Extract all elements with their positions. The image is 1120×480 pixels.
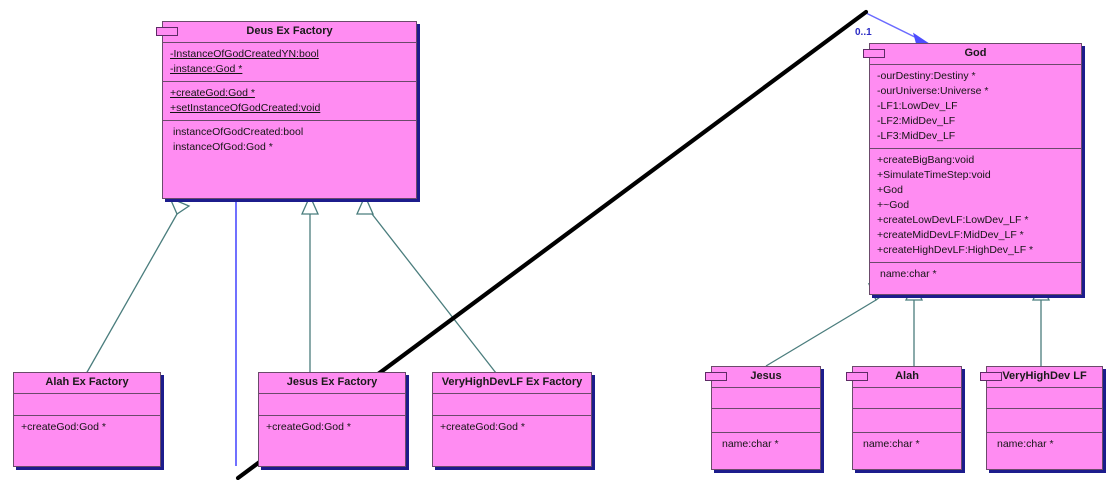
extra-member: name:char * [863,438,920,450]
operations-compartment [853,408,961,432]
generalization-veryhighdevlf-to-god [1031,281,1051,366]
generalization-jesusexfactory-to-deusexfactory [300,194,320,373]
class-jesus-ex-factory[interactable]: Jesus Ex Factory +createGod:God * [258,372,406,467]
extra-member: instanceOfGodCreated:bool [173,126,304,138]
class-tab-icon [846,372,868,381]
class-name-deus-ex-factory: Deus Ex Factory [246,25,333,37]
attributes-compartment [259,393,405,415]
operation: +SimulateTimeStep:void [877,169,991,181]
class-name-veryhighdevlf-ex-factory: VeryHighDevLF Ex Factory [441,376,583,388]
extras-compartment: instanceOfGodCreated:bool instanceOfGod:… [163,120,416,159]
attribute: -LF1:LowDev_LF [877,100,958,112]
class-tab-icon [980,372,1002,381]
attributes-compartment [14,393,160,415]
attribute: -LF3:MidDev_LF [877,130,956,142]
attributes-compartment: -ourDestiny:Destiny * -ourUniverse:Unive… [870,64,1081,148]
operation: +createGod:God * [21,421,106,433]
class-name-jesus-ex-factory: Jesus Ex Factory [286,376,378,388]
operation: +God [877,184,903,196]
generalization-jesus-to-god [765,282,890,367]
class-tab-icon [156,27,178,36]
attribute: -ourDestiny:Destiny * [877,70,976,82]
extra-member: instanceOfGod:God * [173,141,273,153]
class-alah-ex-factory[interactable]: Alah Ex Factory +createGod:God * [13,372,161,467]
operation: +createHighDevLF:HighDev_LF * [877,244,1034,256]
class-name-veryhighdev-lf: VeryHighDev LF [1002,370,1087,382]
extra-member: name:char * [997,438,1054,450]
extras-compartment: name:char * [853,432,961,456]
operation: +createGod:God * [170,87,255,99]
extra-member: name:char * [880,268,937,280]
operations-compartment: +createGod:God * [14,415,160,439]
association-multiplicity-label: 0..1 [855,27,872,38]
extras-compartment: name:char * [870,262,1081,286]
operation: +setInstanceOfGodCreated:void [170,102,321,114]
extras-compartment: name:char * [712,432,820,456]
attribute: -instance:God * [170,63,243,75]
class-tab-icon [705,372,727,381]
class-tab-icon [863,49,885,58]
attributes-compartment [433,393,591,415]
class-god[interactable]: God -ourDestiny:Destiny * -ourUniverse:U… [863,43,1082,295]
class-alah[interactable]: Alah name:char * [846,366,962,470]
operation: +createBigBang:void [877,154,975,166]
class-jesus[interactable]: Jesus name:char * [705,366,821,470]
generalization-alah-to-god [904,281,924,366]
operations-compartment: +createGod:God * [259,415,405,439]
class-veryhighdevlf-ex-factory[interactable]: VeryHighDevLF Ex Factory +createGod:God … [432,372,592,467]
attribute: -ourUniverse:Universe * [877,85,989,97]
operations-compartment [712,408,820,432]
class-name-jesus: Jesus [750,370,782,382]
operation: +createLowDevLF:LowDev_LF * [877,214,1029,226]
class-veryhighdev-lf[interactable]: VeryHighDev LF name:char * [980,366,1103,470]
attributes-compartment [987,387,1102,408]
extra-member: name:char * [722,438,779,450]
attributes-compartment [853,387,961,408]
class-name-alah: Alah [895,370,919,382]
operations-compartment: +createBigBang:void +SimulateTimeStep:vo… [870,148,1081,262]
extras-compartment: name:char * [987,432,1102,456]
operation: +~God [877,199,910,211]
operation: +createGod:God * [266,421,351,433]
operation: +createMidDevLF:MidDev_LF * [877,229,1024,241]
operations-compartment [987,408,1102,432]
diagram-title: Deus Ex Factory UML Class Diagram [0,0,1,1]
generalization-alahexfactory-to-deusexfactory [85,196,191,375]
operations-compartment: +createGod:God * [433,415,591,439]
attributes-compartment: -InstanceOfGodCreatedYN:bool -instance:G… [163,42,416,81]
class-deus-ex-factory[interactable]: Deus Ex Factory -InstanceOfGodCreatedYN:… [156,21,417,199]
generalization-veryhighdevlfexfactory-to-deusexfactory [355,194,497,374]
operations-compartment: +createGod:God * +setInstanceOfGodCreate… [163,81,416,120]
attribute: -InstanceOfGodCreatedYN:bool [170,48,319,60]
attribute: -LF2:MidDev_LF [877,115,956,127]
class-name-alah-ex-factory: Alah Ex Factory [45,376,129,388]
class-name-god: God [964,47,987,59]
attributes-compartment [712,387,820,408]
operation: +createGod:God * [440,421,525,433]
